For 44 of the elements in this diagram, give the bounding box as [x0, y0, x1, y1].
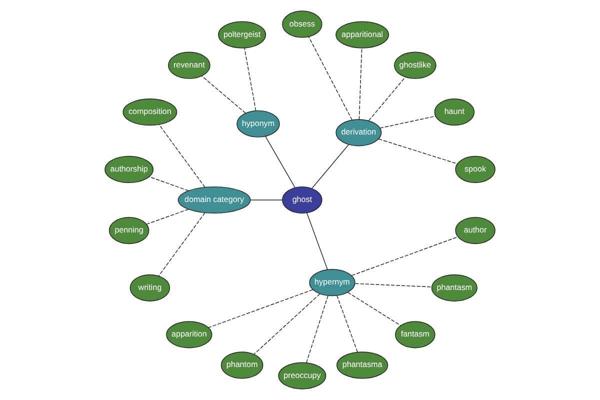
connector	[368, 76, 406, 121]
connector	[358, 48, 362, 120]
connector	[336, 295, 358, 352]
node-ellipse: phantom	[220, 352, 264, 379]
node-ellipse: writing	[130, 274, 170, 302]
connector	[158, 212, 206, 276]
node-ellipse: hyponym	[236, 110, 280, 138]
connector	[312, 144, 349, 189]
connector	[254, 294, 320, 355]
node-ellipse: revenant	[168, 52, 210, 79]
node-ellipse: poltergeist	[218, 21, 266, 48]
node-ellipse: fantasm	[395, 321, 436, 348]
node-ellipse: author	[455, 216, 496, 244]
node-ellipse: penning	[108, 216, 150, 244]
node-ellipse: composition	[122, 98, 178, 126]
connector	[158, 124, 206, 188]
connector	[201, 76, 246, 114]
node-ellipse: phantasma	[336, 352, 388, 379]
connector	[265, 136, 296, 188]
connector	[146, 208, 189, 225]
node-ellipse: authorship	[104, 156, 154, 184]
connector	[308, 36, 352, 120]
connector	[244, 48, 256, 112]
node-ellipse: apparition	[166, 321, 212, 348]
node-ellipse: preoccupy	[278, 362, 326, 390]
connector	[306, 212, 328, 270]
node-ellipse: spook	[455, 156, 496, 184]
node-ellipse: ghostlike	[394, 52, 436, 79]
connector	[351, 236, 458, 276]
node-ellipse: phantasm	[431, 274, 478, 302]
node-ellipse: haunt	[434, 98, 475, 126]
connector	[380, 116, 436, 128]
connector	[354, 283, 432, 288]
node-ellipse: domain category	[178, 186, 251, 214]
connector	[208, 289, 313, 328]
node-ellipse: hypernym	[309, 269, 356, 296]
connector	[306, 295, 328, 364]
connector	[378, 138, 458, 164]
node-ellipse: apparitional	[336, 21, 389, 48]
node-ellipse: obsess	[282, 10, 322, 38]
connector	[347, 292, 402, 326]
node-ellipse: derivation	[336, 119, 382, 146]
node-ellipse: ghost	[282, 186, 322, 214]
connector	[148, 176, 189, 192]
